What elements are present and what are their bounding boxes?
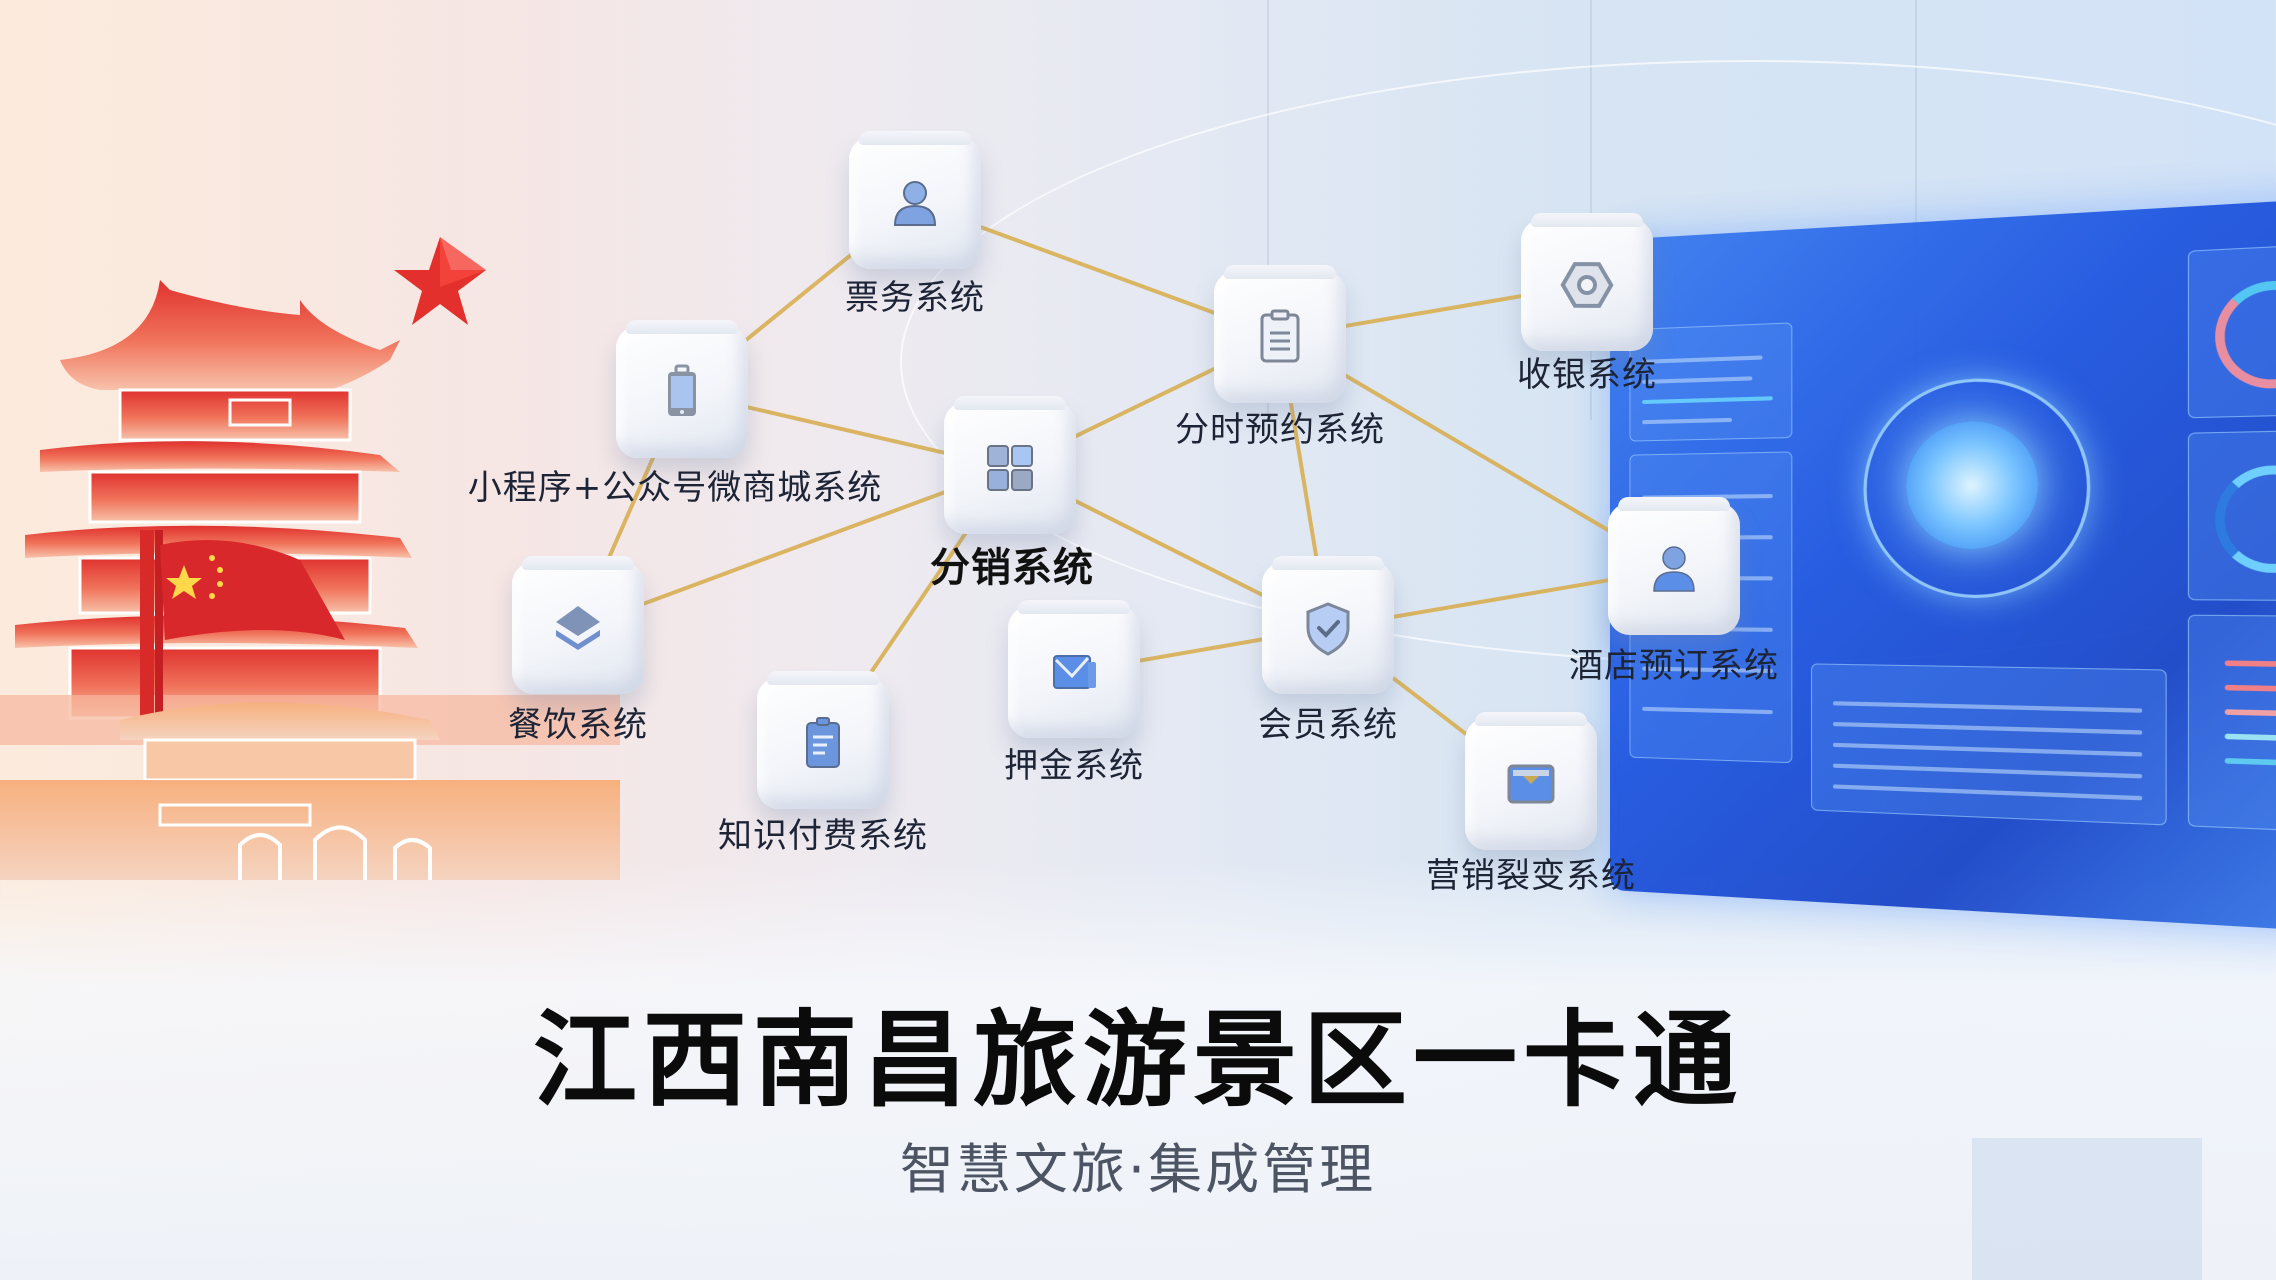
node-cube — [1262, 556, 1394, 694]
node-cube — [1465, 712, 1597, 850]
grid-apps-icon — [987, 445, 1033, 491]
node-membership[interactable] — [1262, 556, 1394, 694]
floor-reflection — [0, 860, 2276, 1280]
node-cube — [512, 556, 644, 694]
document-icon — [806, 717, 840, 768]
user-icon — [1653, 546, 1695, 592]
user-icon — [893, 181, 937, 226]
node-cube — [1214, 265, 1346, 403]
node-cube — [944, 396, 1076, 534]
shield-check-icon — [1306, 602, 1350, 656]
node-hotel-booking[interactable] — [1608, 497, 1740, 635]
page-subtitle: 智慧文旅·集成管理 — [899, 1138, 1377, 1201]
node-label-catering: 餐饮系统 — [508, 705, 648, 745]
node-label-membership: 会员系统 — [1258, 705, 1398, 745]
tengwang-pavilion-illustration — [0, 280, 620, 880]
node-label-cashier: 收银系统 — [1517, 355, 1657, 395]
page-title: 江西南昌旅游景区一卡通 — [532, 999, 1743, 1121]
node-cashier[interactable] — [1521, 213, 1653, 351]
node-label-timeslot-booking: 分时预约系统 — [1175, 410, 1385, 450]
layers-icon — [556, 606, 600, 650]
node-marketing-fission[interactable] — [1465, 712, 1597, 850]
node-distribution[interactable] — [944, 396, 1076, 534]
node-cube — [616, 320, 748, 458]
mobile-phone-icon — [668, 364, 696, 416]
mail-icon — [1053, 655, 1096, 689]
node-timeslot-booking[interactable] — [1214, 265, 1346, 403]
node-label-knowledge-payment: 知识付费系统 — [718, 816, 928, 856]
node-label-mini-program-mall: 小程序+公众号微商城系统 — [467, 468, 883, 508]
node-cube — [757, 671, 889, 809]
clipboard-icon — [1260, 309, 1300, 363]
node-label-ticketing: 票务系统 — [845, 278, 985, 318]
wallet-icon — [1507, 764, 1555, 804]
node-catering[interactable] — [512, 556, 644, 694]
red-star-icon — [394, 237, 486, 325]
node-deposit[interactable] — [1008, 600, 1140, 738]
node-cube — [1008, 600, 1140, 738]
hexagon-nut-icon — [1560, 262, 1614, 308]
node-knowledge-payment[interactable] — [757, 671, 889, 809]
node-cube — [849, 131, 981, 269]
node-cube — [1608, 497, 1740, 635]
node-ticketing[interactable] — [849, 131, 981, 269]
node-cube — [1521, 213, 1653, 351]
node-label-deposit: 押金系统 — [1004, 746, 1144, 786]
node-mini-program-mall[interactable] — [616, 320, 748, 458]
node-label-hotel-booking: 酒店预订系统 — [1569, 646, 1779, 686]
node-label-distribution: 分销系统 — [930, 545, 1094, 591]
blurred-watermark — [1972, 1138, 2202, 1280]
node-label-marketing-fission: 营销裂变系统 — [1426, 856, 1636, 896]
